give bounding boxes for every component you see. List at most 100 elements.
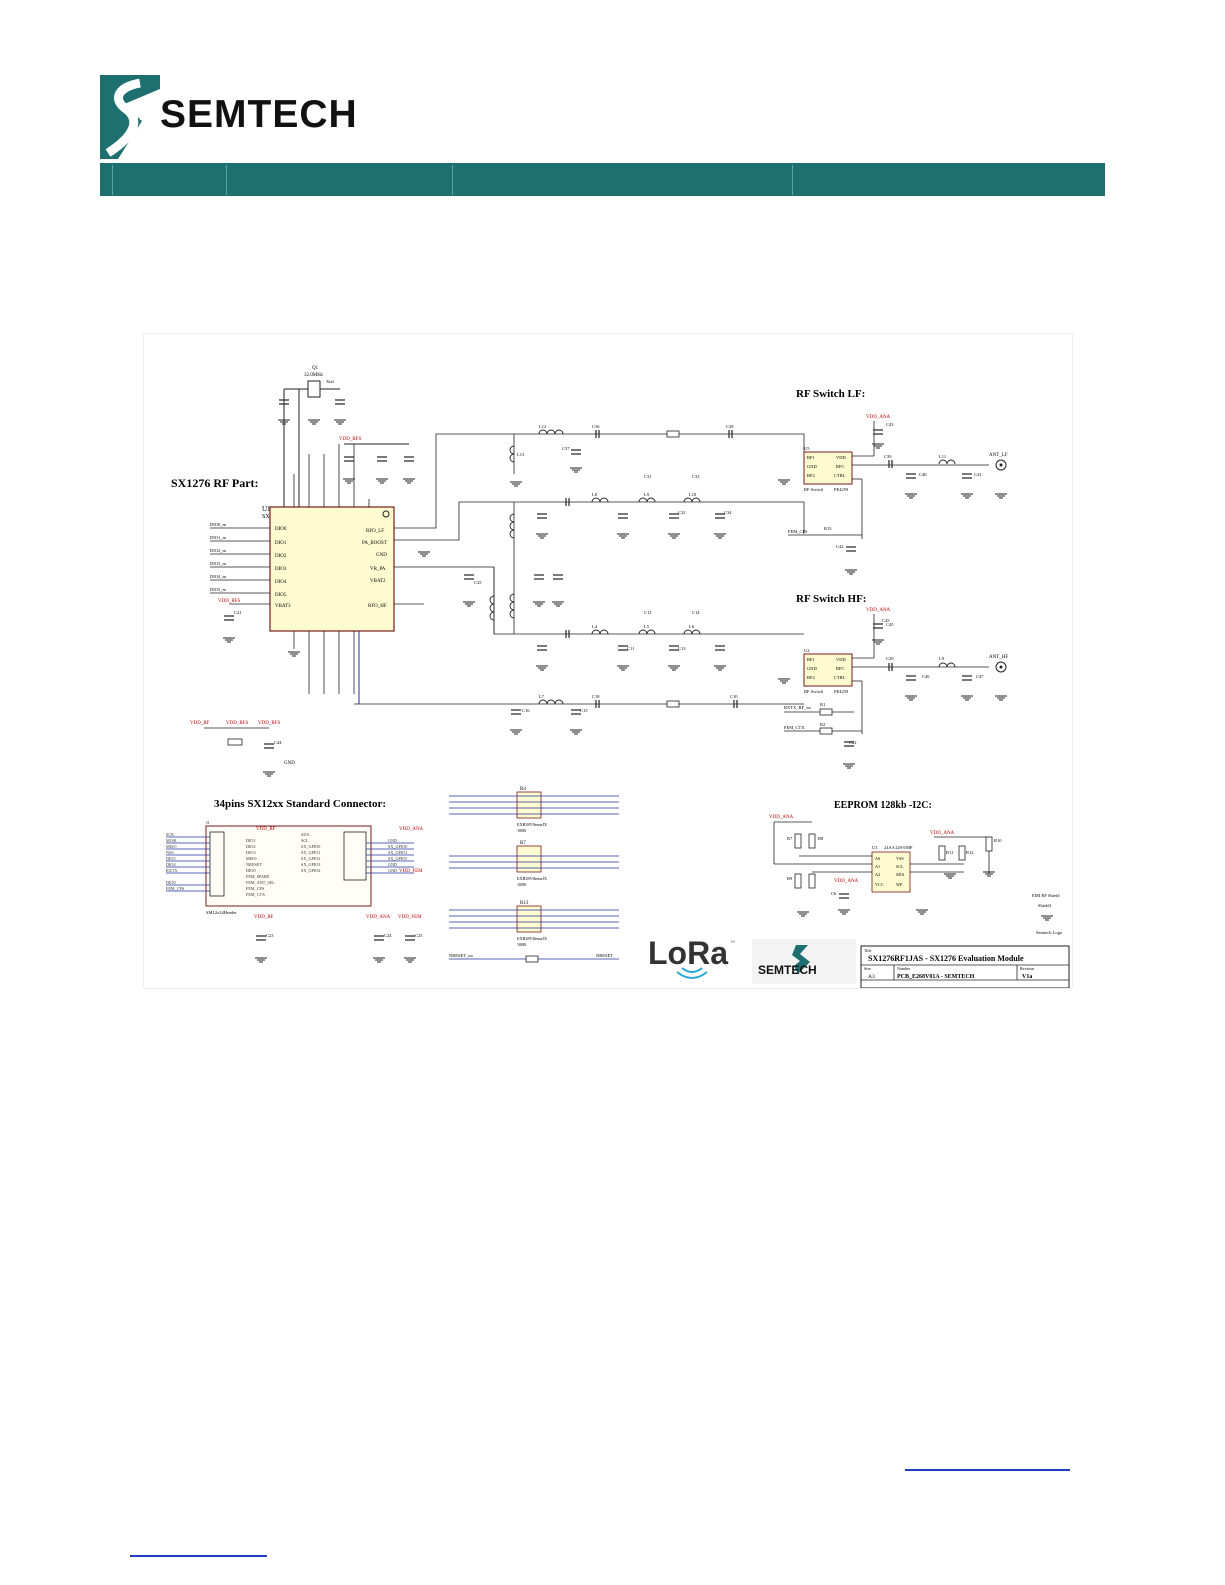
footer-link[interactable] xyxy=(905,1469,1070,1471)
comp-label: C33 xyxy=(692,474,700,479)
emi-shield-title: EMI RF Shield xyxy=(1032,893,1060,898)
conn-signal: SCL xyxy=(301,838,309,843)
comp-label: C16 xyxy=(522,708,530,713)
comp-label: C46 xyxy=(922,674,930,679)
resarray-ref: R7 xyxy=(520,841,526,846)
net-rxtx-rf: RXTX_RF_sw xyxy=(784,705,812,710)
connector-34pin xyxy=(205,825,372,907)
eeprom-ref: U3 xyxy=(872,845,878,850)
net-nreset: NRESET_sw xyxy=(449,953,474,958)
rf-switch-lf xyxy=(803,451,853,485)
conn-signal: FEM_CPS xyxy=(246,886,265,891)
eeprom-pin: SCL xyxy=(896,864,904,869)
supply-vdd-rfs-2: VDD_RFS xyxy=(218,599,240,604)
switch-lf-pin: RF1 xyxy=(807,455,815,460)
conn-signal: DIO3 xyxy=(246,850,256,855)
eeprom-pin: WP xyxy=(896,882,903,887)
supply-vdd-ana-2: VDD_ANA xyxy=(866,608,891,613)
supply-vdd-ana-4: VDD_ANA xyxy=(366,915,391,920)
conn-signal: DIO2 xyxy=(246,844,256,849)
supply-vdd-ana-5: VDD_ANA xyxy=(769,815,794,820)
conn-signal: GND xyxy=(388,862,397,867)
conn-signal: FEM_SPARE xyxy=(246,874,270,879)
switch-hf-caption: RF Switch xyxy=(804,689,824,694)
supply-vdd-rfs: VDD_RFS xyxy=(339,437,361,442)
chip-pin-dio5: DIO5 xyxy=(275,593,287,598)
comp-label: R9 xyxy=(787,876,793,881)
resarray-caption: EXB38V8eenaJX xyxy=(517,822,547,827)
comp-label: C40 xyxy=(919,472,927,477)
supply-vdd-rfs-4: VDD_RFS xyxy=(258,721,280,726)
conn-signal: FEM_ANT_SEL xyxy=(246,880,275,885)
conn-signal: NRESET xyxy=(246,862,262,867)
lora-logo-text: LoRa xyxy=(648,935,728,971)
conn-signal: DIO1 xyxy=(246,838,256,843)
comp-label: C45 xyxy=(886,622,894,627)
comp-label: R2 xyxy=(820,722,825,727)
comp-label: L10 xyxy=(689,492,697,497)
band-divider xyxy=(112,165,113,195)
revision-label: Revision xyxy=(1020,966,1034,971)
switch-lf-part: PE4259 xyxy=(834,487,849,492)
supply-vdd-ana-6: VDD_ANA xyxy=(930,831,955,836)
brand-name: SEMTECH xyxy=(160,93,358,136)
comp-label: R12 xyxy=(966,850,974,855)
rf-switch-hf xyxy=(803,653,853,687)
net-fem-cps: FEM_CPS xyxy=(788,529,808,534)
connector-caption: SM12x34Header xyxy=(206,910,237,915)
section-rf-part: SX1276 RF Part: xyxy=(171,476,259,490)
emi-shield-logo: Semtech Logo xyxy=(1036,930,1063,935)
semtech-small-mark-icon xyxy=(792,945,810,974)
antenna-hf-label: ANT_HF xyxy=(989,655,1008,660)
supply-vdd-fem-2: VDD_FEM xyxy=(398,915,422,920)
semtech-s-mark-icon xyxy=(100,75,160,159)
resarray-ref: R4 xyxy=(520,787,526,792)
lora-logo: LoRa ™ xyxy=(642,919,738,985)
resarray-value: 100R xyxy=(517,882,526,887)
conn-signal: SDA xyxy=(301,832,309,837)
eeprom-pin: A1 xyxy=(875,864,880,869)
chip-pin-dio2: DIO2 xyxy=(275,554,287,559)
chip-pin-dio3: DIO3 xyxy=(275,567,287,572)
eeprom-pin: SDA xyxy=(896,872,904,877)
lora-wave-icon xyxy=(681,967,703,973)
antenna-hf-icon xyxy=(995,661,1007,673)
semtech-small-logo: SEMTECH xyxy=(752,939,856,984)
comp-label: C36 xyxy=(592,424,600,429)
section-rf-switch-hf: RF Switch HF: xyxy=(796,593,866,605)
bottom-link[interactable] xyxy=(130,1555,267,1557)
resarray-caption: EXB38V8eenaJX xyxy=(517,936,547,941)
chip-pin-vbat3: VBAT3 xyxy=(275,604,291,609)
resarray-caption: EXB38V8eenaJX xyxy=(517,876,547,881)
net-dio5: DIO5_m xyxy=(210,587,226,592)
comp-label: L11 xyxy=(939,454,946,459)
comp-label: L9 xyxy=(644,492,650,497)
comp-label: R8 xyxy=(818,836,824,841)
comp-label: C32 xyxy=(678,510,686,515)
band-divider xyxy=(452,165,453,195)
comp-label: C20 xyxy=(886,656,894,661)
crystal-body xyxy=(307,380,321,398)
switch-hf-ref: U2 xyxy=(804,648,810,653)
comp-label: L4 xyxy=(592,624,598,629)
conn-signal: MOSI xyxy=(166,838,177,843)
switch-hf-pin: RF1 xyxy=(807,657,815,662)
switch-lf-ref: U5 xyxy=(804,446,810,451)
comp-label: L13 xyxy=(517,452,525,457)
net-dio3: DIO3_m xyxy=(210,561,226,566)
emi-shield-ref: Shield1 xyxy=(1038,903,1052,908)
comp-label: L7 xyxy=(539,694,545,699)
switch-lf-pin: RF2 xyxy=(807,473,815,478)
resistor-array-r7: R7 EXB38V8eenaJX 100R xyxy=(449,841,619,887)
conn-signal: DIO0 xyxy=(166,880,176,885)
conn-signal: NSS xyxy=(166,850,174,855)
chip-pin-dio1: DIO1 xyxy=(275,541,287,546)
chip-pin-dio4: DIO4 xyxy=(275,580,287,585)
title-block: Title SX1276RF1JAS - SX1276 Evaluation M… xyxy=(860,945,1070,989)
chip-pin-vbat2: VBAT2 xyxy=(370,579,386,584)
chip-pin-vr-pa: VR_PA xyxy=(370,567,386,572)
section-eeprom: EEPROM 128kb -I2C: xyxy=(834,800,932,811)
switch-lf-pin: VDD xyxy=(836,455,846,460)
switch-lf-caption: RF Switch xyxy=(804,487,824,492)
section-connector: 34pins SX12xx Standard Connector: xyxy=(214,798,386,810)
